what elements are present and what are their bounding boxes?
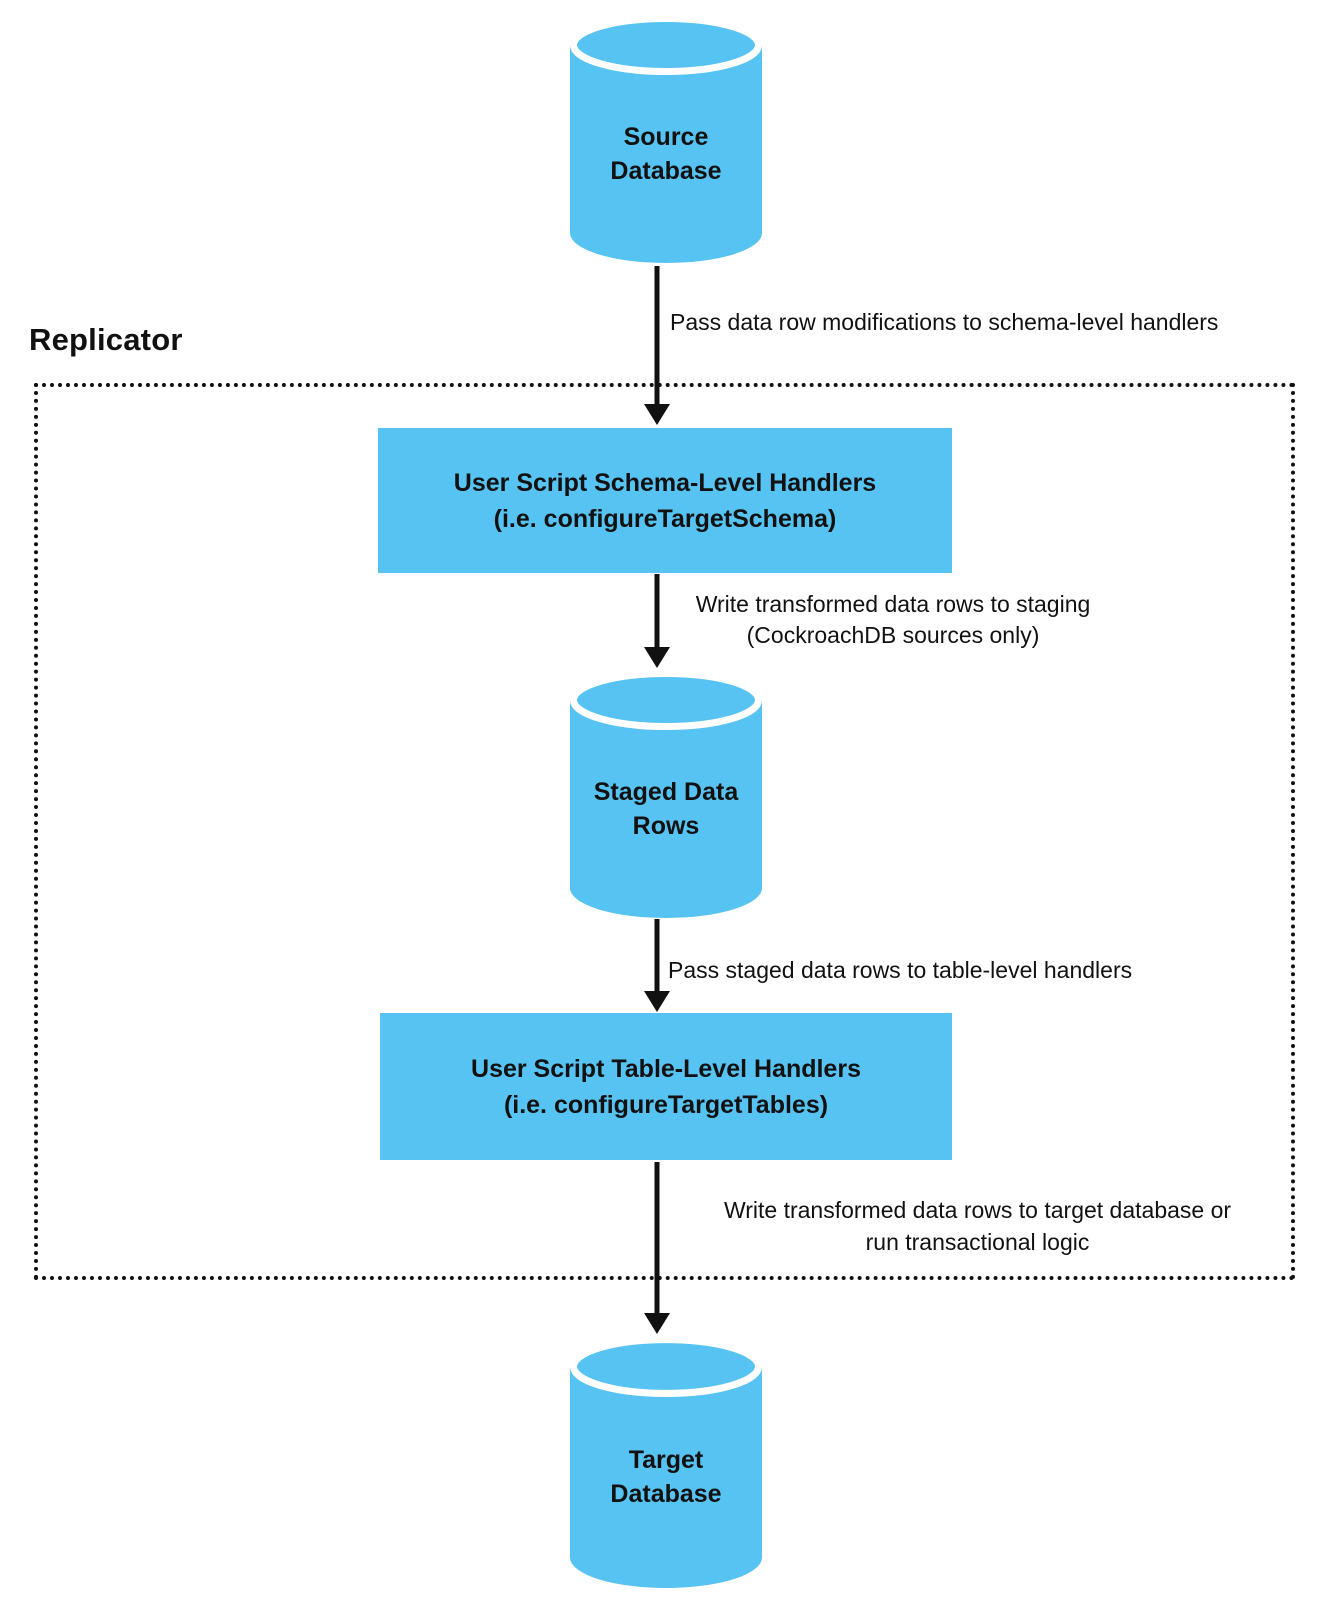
target-database-node: Target Database bbox=[570, 1336, 762, 1588]
source-database-node: Source Database bbox=[570, 15, 762, 263]
arrow-schema-handlers-to-staged-rows bbox=[644, 574, 670, 668]
edge-label-source-to-schema: Pass data row modifications to schema-le… bbox=[670, 309, 1219, 335]
edge-label-schema-to-staged: Write transformed data rows to staging (… bbox=[695, 591, 1091, 648]
arrow-shaft bbox=[654, 919, 660, 993]
table-level-handlers-node: User Script Table-Level Handlers (i.e. c… bbox=[380, 1013, 952, 1160]
database-cylinder-icon bbox=[570, 15, 762, 263]
edge-label-table-to-target: Write transformed data rows to target da… bbox=[723, 1197, 1232, 1255]
database-cylinder-icon bbox=[570, 670, 762, 918]
replicator-group-border bbox=[34, 383, 1295, 1280]
arrow-head-icon bbox=[644, 991, 670, 1012]
target-database-label: Target Database bbox=[610, 1446, 722, 1508]
staged-data-rows-label: Staged Data Rows bbox=[593, 778, 739, 840]
arrow-staged-rows-to-table-handlers bbox=[644, 919, 670, 1012]
arrow-shaft bbox=[654, 1162, 660, 1315]
arrow-head-icon bbox=[644, 647, 670, 668]
database-cylinder-icon bbox=[570, 1336, 762, 1588]
replicator-group-label: Replicator bbox=[29, 322, 183, 357]
arrow-head-icon bbox=[644, 1313, 670, 1334]
arrow-table-handlers-to-target bbox=[644, 1162, 670, 1334]
source-database-label: Source Database bbox=[610, 123, 722, 185]
arrow-source-to-schema-handlers bbox=[644, 266, 670, 425]
edge-label-staged-to-table: Pass staged data rows to table-level han… bbox=[668, 957, 1133, 983]
schema-level-handlers-label: User Script Schema-Level Handlers (i.e. … bbox=[453, 468, 877, 533]
arrow-head-icon bbox=[644, 404, 670, 425]
table-level-handlers-label: User Script Table-Level Handlers (i.e. c… bbox=[471, 1054, 861, 1119]
schema-level-handlers-node: User Script Schema-Level Handlers (i.e. … bbox=[378, 428, 952, 573]
arrow-shaft bbox=[654, 266, 660, 406]
staged-data-rows-node: Staged Data Rows bbox=[570, 670, 762, 918]
arrow-shaft bbox=[654, 574, 660, 649]
